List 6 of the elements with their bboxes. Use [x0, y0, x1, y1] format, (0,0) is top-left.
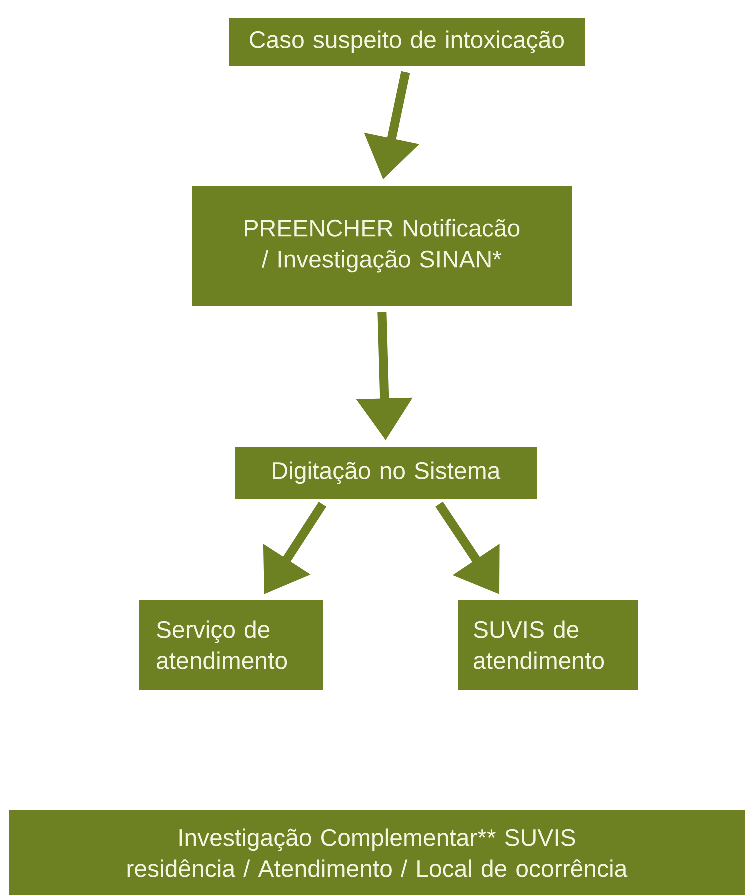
- process-box: Digitação no Sistema: [235, 447, 537, 499]
- process-box: SUVIS de atendimento: [458, 600, 638, 690]
- process-box: Serviço de atendimento: [139, 600, 323, 690]
- process-box: Investigação Complementar** SUVIS residência / Atendimento / Local de ocorrência: [9, 810, 745, 895]
- process-box: Caso suspeito de intoxicação: [229, 18, 585, 66]
- process-box: PREENCHER Notificacão / Investigação SINAN*: [192, 186, 572, 306]
